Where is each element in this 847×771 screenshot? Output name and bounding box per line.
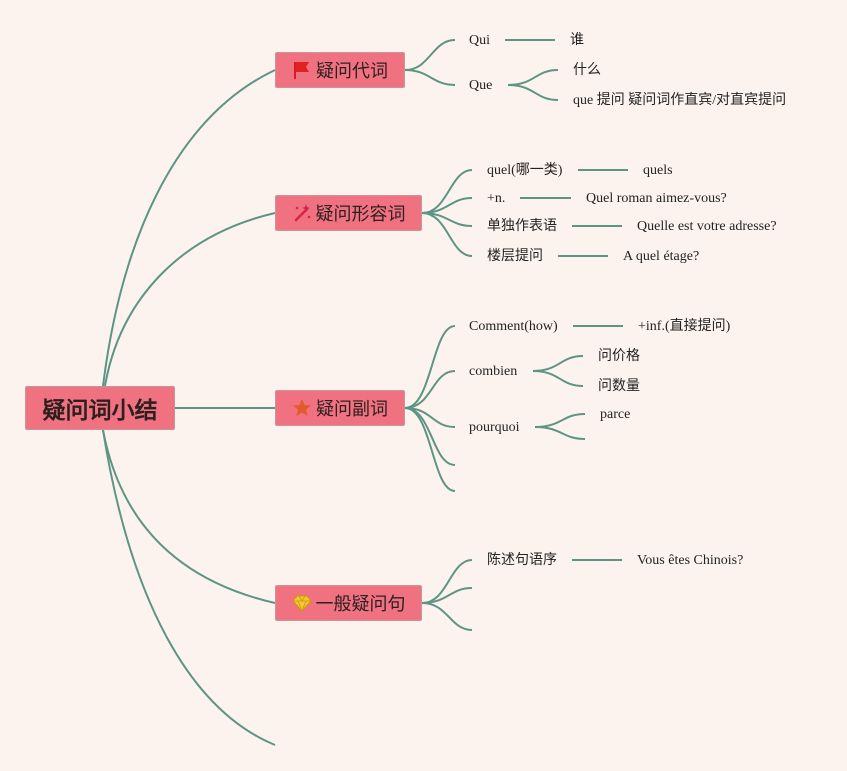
detail-que-1[interactable]: 什么 [573,63,601,78]
star-icon [292,398,312,418]
child-qui[interactable]: Qui [469,33,490,48]
detail-floor[interactable]: A quel étage? [623,249,700,264]
branch-adverb[interactable]: 疑问副词 [275,390,405,426]
branch-label: 疑问副词 [316,399,388,420]
branch-label: 一般疑问句 [315,594,406,615]
detail-quel[interactable]: quels [643,163,673,178]
branch-general-question[interactable]: 一般疑问句 [275,585,422,621]
root-node[interactable]: 疑问词小结 [25,386,175,430]
connector-root-to-empty [102,429,276,746]
root-label: 疑问词小结 [42,398,158,424]
magic-wand-icon [292,203,312,223]
child-combien[interactable]: combien [469,364,518,379]
detail-plus-n[interactable]: Quel roman aimez-vous? [586,191,727,206]
branch-label: 疑问代词 [316,61,388,82]
child-plus-n[interactable]: +n. [487,191,506,206]
child-pourquoi[interactable]: pourquoi [469,420,520,435]
branch-pronoun[interactable]: 疑问代词 [275,52,405,88]
detail-que-2[interactable]: que 提问 疑问词作直宾/对直宾提问 [573,93,787,108]
connector-root-to-pronoun [102,69,276,387]
child-predicate[interactable]: 单独作表语 [487,219,557,234]
detail-declarative-order[interactable]: Vous êtes Chinois? [637,553,744,568]
detail-qui[interactable]: 谁 [570,33,584,48]
child-quel[interactable]: quel(哪一类) [487,163,563,178]
detail-predicate[interactable]: Quelle est votre adresse? [637,219,777,234]
detail-combien-2[interactable]: 问数量 [598,379,640,394]
child-que[interactable]: Que [469,78,493,93]
detail-pourquoi[interactable]: parce [600,407,631,422]
detail-combien-1[interactable]: 问价格 [598,349,640,364]
connector-root-to-adjective [104,212,276,387]
connector-root-to-general [102,429,276,604]
child-floor[interactable]: 楼层提问 [487,249,543,264]
branch-adjective[interactable]: 疑问形容词 [275,195,422,231]
branch-label: 疑问形容词 [315,204,406,225]
detail-comment[interactable]: +inf.(直接提问) [638,319,731,334]
red-flag-icon [292,60,312,80]
diamond-icon [291,593,312,613]
child-comment[interactable]: Comment(how) [469,319,558,334]
child-declarative-order[interactable]: 陈述句语序 [487,553,557,568]
